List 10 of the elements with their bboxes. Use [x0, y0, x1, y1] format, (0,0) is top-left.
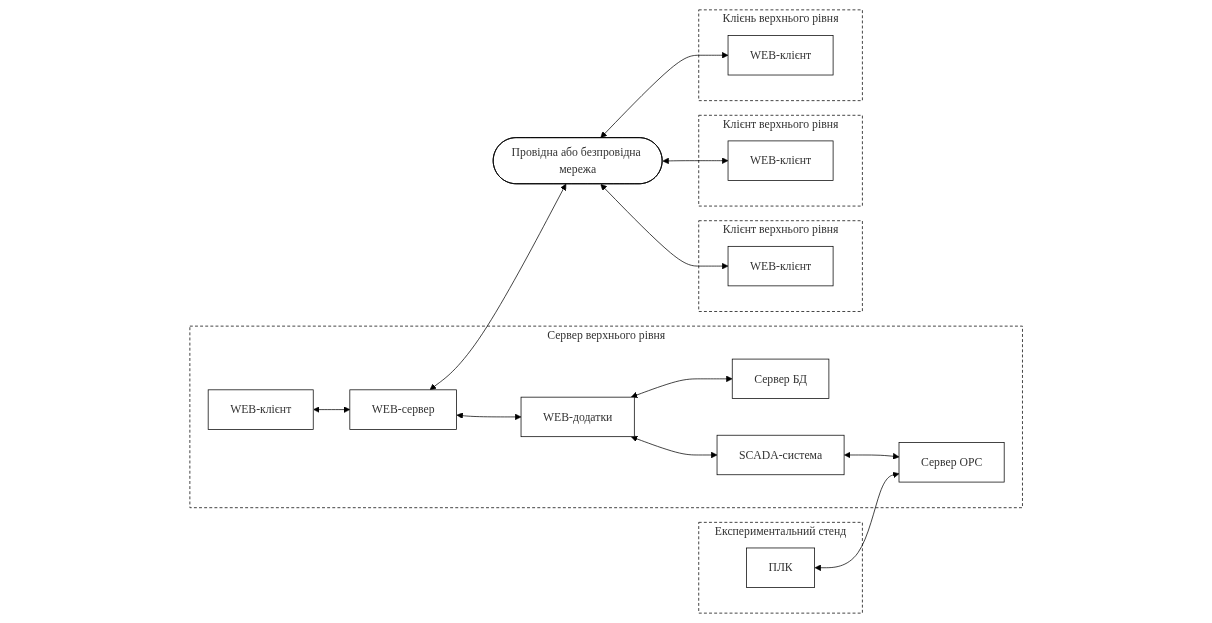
node-box: WEB-додатки [520, 396, 635, 438]
node-box: WEB-клієнт [207, 389, 314, 430]
node-box: Сервер OPC [898, 442, 1005, 483]
node-box: WEB-сервер [349, 389, 457, 430]
node-box: WEB-клієнт [727, 140, 834, 181]
node-box: Сервер БД [731, 358, 830, 399]
node-box: SCADA-система [716, 434, 845, 476]
node-box: ПЛК [745, 547, 815, 588]
node-box: WEB-клієнт [727, 245, 834, 287]
node-box: WEB-клієнт [727, 35, 834, 76]
